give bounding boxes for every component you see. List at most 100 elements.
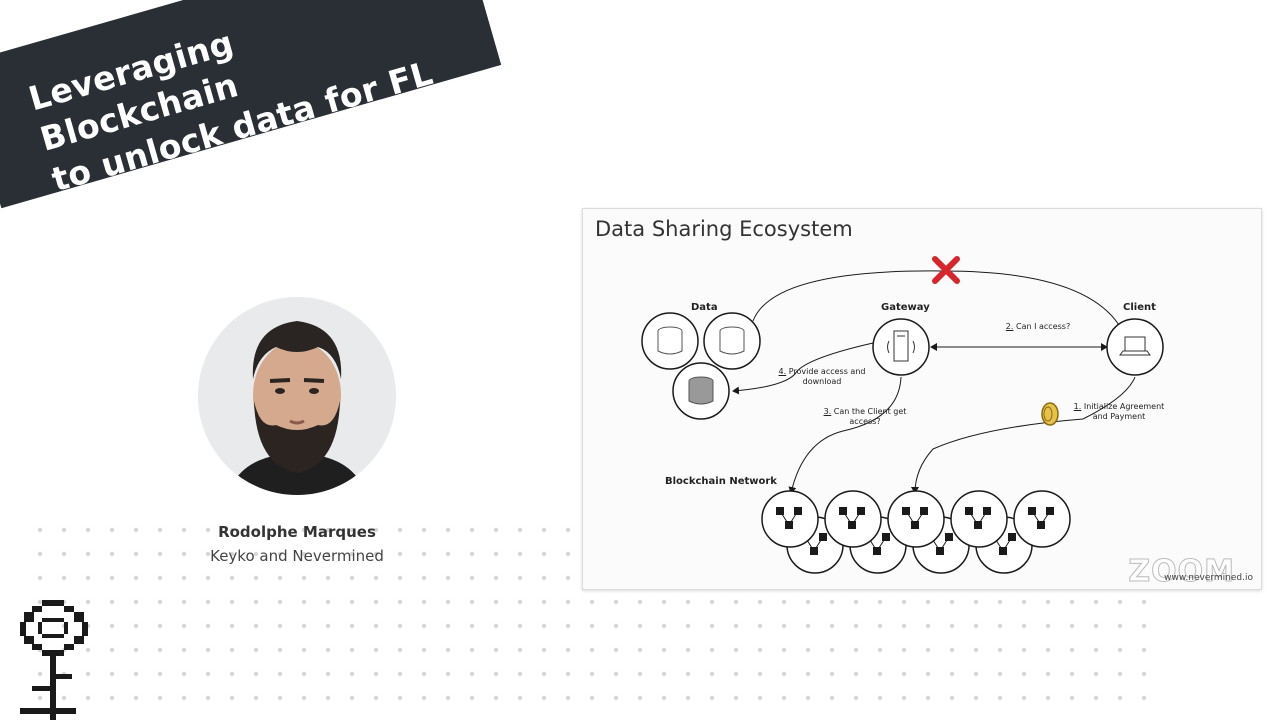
background-dot bbox=[229, 551, 235, 557]
step-4-number: 4. bbox=[778, 367, 787, 376]
background-dot bbox=[541, 671, 547, 677]
background-dot bbox=[925, 671, 931, 677]
step-4-text-2: download bbox=[802, 377, 842, 386]
background-dot bbox=[109, 527, 115, 533]
background-dot bbox=[349, 671, 355, 677]
background-dot bbox=[1141, 671, 1147, 677]
background-dot bbox=[829, 647, 835, 653]
background-dot bbox=[757, 671, 763, 677]
background-dot bbox=[85, 551, 91, 557]
background-dot bbox=[685, 647, 691, 653]
background-dot bbox=[109, 599, 115, 605]
background-dot bbox=[997, 623, 1003, 629]
background-dot bbox=[1117, 599, 1123, 605]
background-dot bbox=[85, 671, 91, 677]
background-dot bbox=[421, 551, 427, 557]
background-dot bbox=[229, 695, 235, 701]
speaker-portrait bbox=[198, 297, 396, 495]
background-dot bbox=[301, 695, 307, 701]
background-dot bbox=[637, 695, 643, 701]
background-dot bbox=[949, 671, 955, 677]
background-dot bbox=[565, 599, 571, 605]
background-dot bbox=[565, 647, 571, 653]
background-dot bbox=[685, 671, 691, 677]
background-dot bbox=[997, 671, 1003, 677]
background-dot bbox=[877, 695, 883, 701]
background-dot bbox=[277, 647, 283, 653]
background-dot bbox=[1045, 671, 1051, 677]
background-dot bbox=[325, 671, 331, 677]
background-dot bbox=[397, 575, 403, 581]
background-dot bbox=[517, 527, 523, 533]
background-dot bbox=[877, 623, 883, 629]
background-dot bbox=[829, 599, 835, 605]
background-dot bbox=[229, 647, 235, 653]
background-dot bbox=[181, 575, 187, 581]
background-dot bbox=[1045, 695, 1051, 701]
background-dot bbox=[37, 695, 43, 701]
speaker-avatar bbox=[198, 297, 396, 495]
background-dot bbox=[733, 599, 739, 605]
background-dot bbox=[253, 623, 259, 629]
background-dot bbox=[805, 599, 811, 605]
background-dot bbox=[229, 575, 235, 581]
step-2-text: Can I access? bbox=[1015, 322, 1071, 331]
flower-logo-icon bbox=[20, 600, 88, 720]
background-dot bbox=[1069, 599, 1075, 605]
background-dot bbox=[493, 647, 499, 653]
background-dot bbox=[205, 599, 211, 605]
background-dot bbox=[949, 695, 955, 701]
background-dot bbox=[421, 647, 427, 653]
background-dot bbox=[1093, 695, 1099, 701]
background-dot bbox=[325, 551, 331, 557]
database-icon bbox=[688, 376, 714, 405]
background-dot bbox=[661, 647, 667, 653]
background-dot bbox=[85, 599, 91, 605]
background-dot bbox=[181, 599, 187, 605]
background-dot bbox=[301, 647, 307, 653]
background-dot bbox=[1093, 647, 1099, 653]
background-dot bbox=[589, 599, 595, 605]
blockchain-node bbox=[1013, 490, 1071, 548]
background-dot bbox=[997, 599, 1003, 605]
background-dot bbox=[565, 551, 571, 557]
background-dot bbox=[85, 575, 91, 581]
background-dot bbox=[517, 551, 523, 557]
background-dot bbox=[277, 551, 283, 557]
background-dot bbox=[1141, 599, 1147, 605]
background-dot bbox=[685, 695, 691, 701]
background-dot bbox=[157, 527, 163, 533]
background-dot bbox=[85, 527, 91, 533]
background-dot bbox=[541, 623, 547, 629]
background-dot bbox=[301, 575, 307, 581]
background-dot bbox=[397, 599, 403, 605]
background-dot bbox=[349, 623, 355, 629]
background-dot bbox=[253, 551, 259, 557]
background-dot bbox=[157, 695, 163, 701]
background-dot bbox=[397, 647, 403, 653]
background-dot bbox=[589, 623, 595, 629]
database-icon bbox=[657, 326, 683, 355]
x-icon bbox=[932, 256, 960, 284]
background-dot bbox=[517, 599, 523, 605]
step-4-label: 4. Provide access and download bbox=[777, 367, 867, 387]
background-dot bbox=[157, 671, 163, 677]
background-dot bbox=[1117, 695, 1123, 701]
background-dot bbox=[205, 551, 211, 557]
background-dot bbox=[61, 575, 67, 581]
background-dot bbox=[277, 623, 283, 629]
background-dot bbox=[277, 575, 283, 581]
background-dot bbox=[541, 575, 547, 581]
background-dot bbox=[493, 695, 499, 701]
coin-icon bbox=[1041, 402, 1059, 426]
background-dot bbox=[373, 671, 379, 677]
background-dot bbox=[733, 671, 739, 677]
background-dot bbox=[637, 671, 643, 677]
background-dot bbox=[565, 575, 571, 581]
server-icon bbox=[887, 330, 915, 362]
background-dot bbox=[805, 671, 811, 677]
background-dot bbox=[469, 599, 475, 605]
background-dot bbox=[493, 623, 499, 629]
background-dot bbox=[613, 671, 619, 677]
background-dot bbox=[1117, 623, 1123, 629]
